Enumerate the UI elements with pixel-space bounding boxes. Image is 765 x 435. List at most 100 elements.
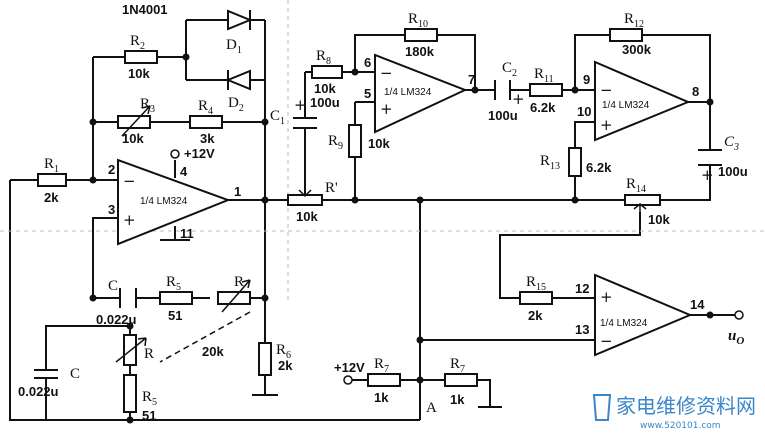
potentiometer-r14-value: 10k (648, 212, 670, 227)
potentiometer-r14-body (624, 194, 661, 206)
resistor-r3-body (117, 115, 151, 129)
resistor-r10-body (404, 28, 438, 42)
capacitor-c-series-value: 0.022u (96, 312, 137, 327)
resistor-r3: R3 10k (117, 96, 155, 146)
opamp-u1: − + 1/4 LM324 2 3 1 4 11 +12V (108, 146, 241, 246)
resistor-r8-body (311, 65, 343, 79)
opamp-u4-minus-sign: − (600, 332, 613, 350)
capacitor-c-shunt: C 0.022u (18, 348, 80, 399)
opamp-u3-pin-out: 8 (692, 84, 699, 99)
opamp-u4-label: 1/4 LM324 (600, 318, 648, 329)
opamp-u3-plus-sign: + (600, 116, 613, 134)
resistor-r15: R15 2k (519, 274, 553, 323)
resistor-r8-value: 10k (314, 81, 336, 96)
resistor-r6-value: 2k (278, 358, 293, 373)
opamp-u4-pin-out: 14 (690, 297, 705, 312)
resistor-r6: R6 2k (258, 342, 293, 376)
opamp-u1-pin-minus: 2 (108, 162, 115, 177)
resistor-rvar-series: R (217, 274, 251, 313)
capacitor-c3-label: C3 (724, 134, 739, 153)
capacitor-c2-plus: + (512, 90, 525, 108)
diode-d2-label: D2 (228, 95, 244, 114)
resistor-r4-label: R4 (198, 98, 213, 117)
capacitor-c2-label: C2 (502, 60, 517, 79)
potentiometer-r14-wiper (633, 203, 647, 212)
resistor-r7-right-body (444, 373, 478, 387)
capacitor-c-shunt-label: C (70, 366, 80, 382)
resistor-r5-series-value: 51 (168, 308, 182, 323)
resistor-r7-right: R7 1k (444, 356, 478, 407)
watermark: 家电维修资料网 www.520101.com (592, 394, 756, 431)
resistor-rvar-series-arrow (221, 279, 251, 313)
capacitor-c3: + C3 100u (698, 134, 748, 184)
capacitor-c3-value: 100u (718, 164, 748, 179)
opamp-u1-pin-vcc: 4 (180, 164, 188, 179)
opamp-u2-pin-plus: 5 (364, 86, 371, 101)
capacitor-c1: + C1 100u (270, 95, 340, 140)
resistor-r2: R2 10k (124, 33, 158, 81)
resistor-r8: R8 10k (311, 48, 343, 96)
opamp-u3-pin-plus: 10 (577, 104, 591, 119)
dashed-guides (0, 0, 765, 300)
capacitor-c3-plus: + (701, 166, 714, 184)
junctions (89, 53, 714, 424)
resistor-r11-label: R11 (534, 66, 554, 85)
resistor-r1-value: 2k (44, 190, 59, 205)
opamp-u3-label: 1/4 LM324 (602, 100, 650, 111)
resistor-r15-value: 2k (528, 308, 543, 323)
resistor-r4: R4 3k (189, 98, 223, 146)
resistor-r2-label: R2 (130, 33, 145, 52)
resistor-r4-body (189, 115, 223, 129)
resistor-rvar-shunt-label: R (144, 346, 154, 362)
resistor-r1-label: R1 (44, 156, 59, 175)
resistor-r2-value: 10k (128, 66, 150, 81)
opamp-u1-minus-sign: − (123, 172, 136, 190)
resistor-r7-left-value: 1k (374, 390, 389, 405)
opamp-u4-body (594, 273, 693, 357)
resistor-r5-series: R5 51 (159, 274, 193, 323)
opamp-u1-supply-label: +12V (184, 146, 215, 161)
opamp-u3-body (594, 60, 691, 142)
opamp-u1-pin-out: 1 (234, 184, 241, 199)
resistor-r9-value: 10k (368, 136, 390, 151)
capacitor-c1-plates (293, 117, 317, 129)
resistor-r13: R13 6.2k (540, 147, 612, 177)
potentiometer-r14: R14 10k (624, 176, 670, 227)
supply-terminal-12v: +12V (334, 360, 365, 385)
resistor-r13-value: 6.2k (586, 160, 612, 175)
diode-d1: 1N4001 D1 (122, 2, 253, 56)
resistor-r6-label: R6 (276, 342, 291, 361)
opamp-u3-minus-sign: − (600, 81, 613, 99)
gang-link-dashed (159, 311, 251, 363)
opamp-u3-pin-minus: 9 (583, 72, 590, 87)
opamp-u3: − + 1/4 LM324 9 10 8 (577, 60, 699, 142)
capacitor-c-shunt-value: 0.022u (18, 384, 59, 399)
resistor-r11-body (529, 83, 563, 97)
resistor-r2-body (124, 50, 158, 64)
opamp-u4-pin-plus: 12 (575, 281, 589, 296)
opamp-u1-pin-plus: 3 (108, 202, 115, 217)
watermark-url: www.520101.com (640, 421, 721, 431)
resistor-r12-body (609, 28, 643, 42)
capacitor-c-series-label: C (108, 278, 118, 294)
resistor-r3-label: R3 (140, 96, 155, 115)
watermark-logo-icon (592, 394, 612, 421)
opamp-u1-body (117, 158, 231, 246)
resistor-r9-body (348, 124, 362, 158)
opamp-u1-pin-gnd: 11 (180, 226, 194, 241)
diode-d1-part: 1N4001 (122, 2, 168, 17)
resistor-r7-left: R7 1k (367, 356, 401, 405)
capacitor-c2: + C2 100u (488, 60, 525, 123)
capacitor-c1-value: 100u (310, 95, 340, 110)
opamp-u2-label: 1/4 LM324 (384, 87, 432, 98)
resistor-r15-label: R15 (526, 274, 546, 293)
resistor-r5-shunt-value: 51 (142, 408, 156, 423)
opamp-u2-pin-minus: 6 (364, 55, 371, 70)
capacitor-c1-plus: + (294, 96, 307, 114)
potentiometer-r14-label: R14 (626, 176, 646, 195)
resistor-r1-body (37, 173, 67, 187)
resistor-r11: R11 6.2k (529, 66, 563, 115)
resistor-rvar-shunt: R (115, 334, 154, 366)
resistor-r7-right-value: 1k (450, 392, 465, 407)
resistor-r5-shunt-label: R5 (142, 389, 157, 408)
